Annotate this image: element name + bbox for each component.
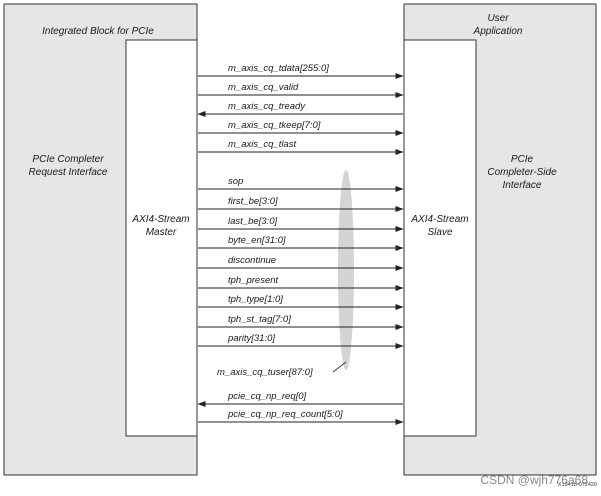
axi4-stream-master-block: [125, 39, 198, 437]
axi4-stream-slave-line-2: Slave: [427, 227, 452, 238]
user-application-title-line-2: Application: [473, 26, 523, 37]
tuser-bus-label: m_axis_cq_tuser[87:0]: [217, 367, 313, 378]
signal-label: m_axis_cq_valid: [228, 82, 299, 93]
signal-label: sop: [228, 176, 243, 187]
signal-label: pcie_cq_np_req_count[5:0]: [227, 409, 343, 420]
tuser-bundle-ellipse: [338, 170, 354, 370]
tuser-bundle-leader-line: [332, 361, 347, 373]
signal-label: discontinue: [228, 255, 276, 266]
user-application-title-line-1: User: [487, 13, 509, 24]
axi4-stream-master-line-1: AXI4-Stream: [131, 214, 189, 225]
csdn-watermark: CSDN @wjh776a68: [480, 473, 588, 487]
signal-label: m_axis_cq_tdata[255:0]: [228, 63, 329, 74]
signal-label: m_axis_cq_tkeep[7:0]: [228, 120, 321, 131]
completer-side-label-line-3: Interface: [503, 180, 542, 191]
figure-id: X19418-072420: [558, 482, 597, 488]
axi4-stream-slave-line-1: AXI4-Stream: [410, 214, 468, 225]
signal-lines: m_axis_cq_tdata[255:0] m_axis_cq_valid m_a…: [197, 63, 404, 425]
axi4-stream-slave-block: [403, 39, 477, 437]
signal-label: tph_present: [228, 275, 279, 286]
signal-label: byte_en[31:0]: [228, 235, 286, 246]
signal-label: tph_type[1:0]: [228, 294, 283, 305]
axi4-stream-master-line-2: Master: [146, 227, 177, 238]
signal-label: pcie_cq_np_req[0]: [227, 391, 307, 402]
completer-side-label-line-2: Completer-Side: [487, 167, 557, 178]
pcie-completer-label-line-2: Request Interface: [29, 167, 108, 178]
integrated-block-title: Integrated Block for PCIe: [42, 26, 154, 37]
completer-side-label-line-1: PCIe: [511, 154, 534, 165]
signal-label: m_axis_cq_tready: [228, 101, 306, 112]
signal-label: m_axis_cq_tlast: [228, 139, 296, 150]
signal-label: first_be[3:0]: [228, 196, 278, 207]
signal-label: parity[31:0]: [227, 333, 275, 344]
pcie-completer-label-line-1: PCIe Completer: [32, 154, 104, 165]
signal-label: last_be[3:0]: [228, 216, 277, 227]
signal-label: tph_st_tag[7:0]: [228, 314, 291, 325]
